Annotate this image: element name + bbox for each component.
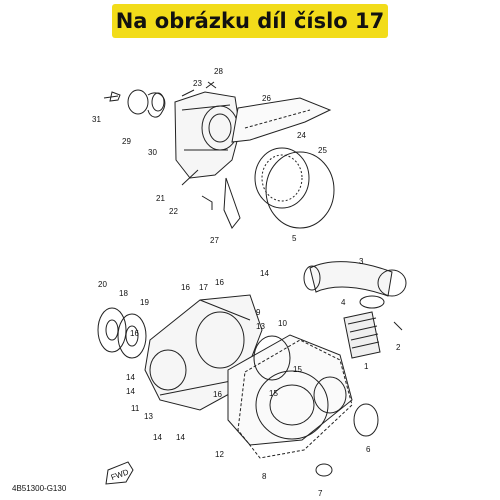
- callout-14-d: 14: [153, 433, 162, 442]
- diagram-code: 4B51300-G130: [12, 484, 67, 493]
- banner-text: Na obrázku díl číslo 17: [115, 9, 385, 33]
- callout-28: 28: [214, 67, 223, 76]
- seal-ring-part: [253, 335, 291, 381]
- callout-11: 11: [131, 404, 140, 413]
- callout-29: 29: [122, 137, 131, 146]
- forward-arrow-icon: [105, 461, 134, 485]
- callout-5: 5: [292, 234, 297, 243]
- air-filter-part: [343, 311, 381, 359]
- gasket-strip-part: [231, 97, 332, 143]
- callout-7: 7: [318, 489, 323, 498]
- callout-14-c: 14: [126, 387, 135, 396]
- callout-17: 17: [199, 283, 208, 292]
- callout-2: 2: [396, 343, 401, 352]
- callout-20: 20: [98, 280, 107, 289]
- callout-3: 3: [359, 257, 364, 266]
- callout-10: 10: [278, 319, 287, 328]
- bolt-and-seal-part: [103, 89, 166, 118]
- callout-16-c: 16: [130, 329, 139, 338]
- callout-12: 12: [215, 450, 224, 459]
- callout-27: 27: [210, 236, 219, 245]
- callout-4: 4: [341, 298, 346, 307]
- oil-seal-part: [353, 403, 379, 437]
- callout-16-d: 16: [213, 390, 222, 399]
- callout-14-b: 14: [126, 373, 135, 382]
- callout-23: 23: [193, 79, 202, 88]
- outer-cover-part: [227, 334, 353, 459]
- callout-13-a: 13: [256, 322, 265, 331]
- callout-14-e: 14: [176, 433, 185, 442]
- callout-15-a: 15: [293, 365, 302, 374]
- callout-26: 26: [262, 94, 271, 103]
- filter-element-part: [254, 147, 335, 229]
- upper-cover-part: [174, 91, 241, 179]
- callout-9: 9: [256, 308, 261, 317]
- callout-6: 6: [366, 445, 371, 454]
- screw-2-part: [393, 321, 403, 331]
- lower-bracket-part: [181, 169, 241, 229]
- cap-part: [315, 463, 333, 477]
- callout-19: 19: [140, 298, 149, 307]
- callout-31: 31: [92, 115, 101, 124]
- callout-22: 22: [169, 207, 178, 216]
- callout-30: 30: [148, 148, 157, 157]
- callout-8: 8: [262, 472, 267, 481]
- left-pulley-part: [97, 307, 147, 359]
- callout-24: 24: [297, 131, 306, 140]
- callout-15-b: 15: [269, 389, 278, 398]
- callout-16-b: 16: [215, 278, 224, 287]
- callout-21: 21: [156, 194, 165, 203]
- callout-18: 18: [119, 289, 128, 298]
- upper-bolts-part: [181, 81, 217, 97]
- callout-16-a: 16: [181, 283, 190, 292]
- callout-25: 25: [318, 146, 327, 155]
- intake-hose-part: [303, 261, 407, 309]
- callout-13-b: 13: [144, 412, 153, 421]
- callout-14-a: 14: [260, 269, 269, 278]
- callout-1: 1: [364, 362, 369, 371]
- part-number-banner: Na obrázku díl číslo 17: [112, 4, 388, 38]
